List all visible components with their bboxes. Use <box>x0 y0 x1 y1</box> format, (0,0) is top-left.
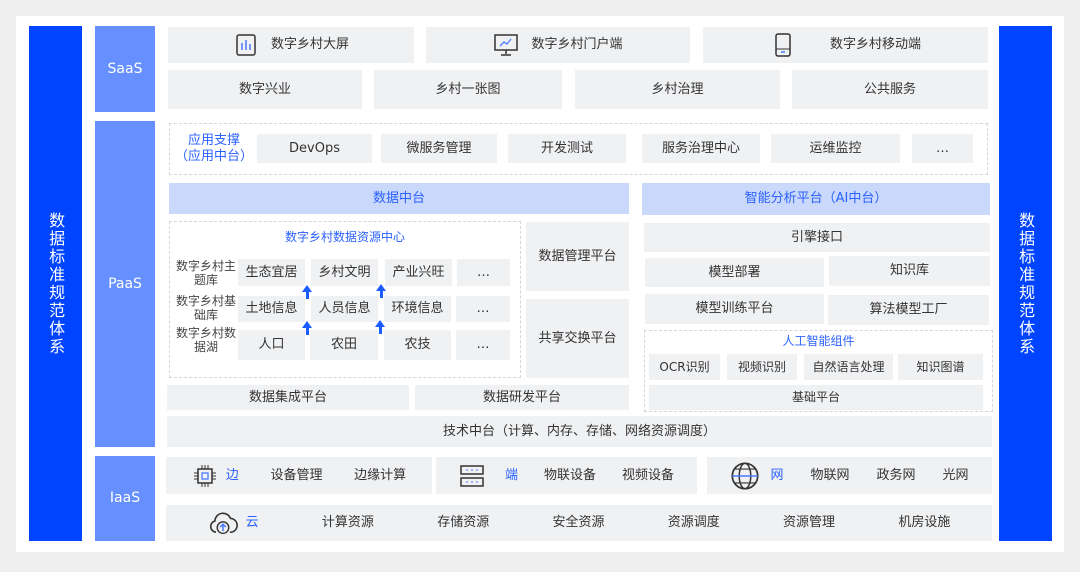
grid-cell: 人员信息 <box>311 296 378 322</box>
grid-cell: 农技 <box>384 330 451 360</box>
grid-cell: 乡村文明 <box>311 259 378 286</box>
label: 数字乡村门户端 <box>531 37 623 53</box>
ai-platform-band: 智能分析平台（AI中台） <box>642 183 990 215</box>
title-line: （应用中台） <box>174 149 253 164</box>
saas-item: 乡村一张图 <box>374 70 562 109</box>
arrow-up-icon <box>302 321 312 335</box>
iaas-edge: 边 设备管理 边缘计算 <box>166 457 432 494</box>
arrow-up-icon <box>302 285 312 299</box>
title-line: 应用支撑 <box>187 133 240 149</box>
grid-cell: 土地信息 <box>238 296 305 322</box>
dashboard-icon <box>236 34 256 56</box>
saas-item: 乡村治理 <box>575 70 780 109</box>
grid-cell: … <box>456 296 510 322</box>
app-support-title: 应用支撑 （应用中台） <box>170 132 258 166</box>
app-item: 开发测试 <box>508 134 626 163</box>
row-label: 数字乡村数据湖 <box>176 325 237 354</box>
layer-iaas: IaaS <box>95 456 155 541</box>
app-item: 运维监控 <box>771 134 900 163</box>
iaas-item: 物联网 <box>810 467 850 483</box>
server-icon <box>460 464 484 487</box>
ai-component: 自然语言处理 <box>804 354 893 380</box>
layer-saas: SaaS <box>95 26 155 112</box>
iaas-device: 端 物联设备 视频设备 <box>436 457 697 494</box>
iaas-item: 安全资源 <box>552 515 605 531</box>
iaas-item: 设备管理 <box>270 467 323 483</box>
iaas-item: 存储资源 <box>437 515 490 531</box>
ai-component: 知识图谱 <box>898 354 983 380</box>
saas-portal: 数字乡村门户端 <box>426 27 690 63</box>
iaas-cloud: 云 计算资源 存储资源 安全资源 资源调度 资源管理 机房设施 <box>166 505 992 541</box>
data-mgmt-platform: 数据管理平台 <box>526 222 629 291</box>
saas-item: 公共服务 <box>792 70 988 109</box>
device-label: 端 <box>504 467 518 483</box>
grid-cell: 农田 <box>310 330 378 360</box>
row-label: 数字乡村基础库 <box>176 293 237 322</box>
ai-item: 模型训练平台 <box>645 294 824 324</box>
tech-platform: 技术中台（计算、内存、存储、网络资源调度） <box>167 416 992 447</box>
grid-cell: … <box>457 259 510 286</box>
data-dev-platform: 数据研发平台 <box>415 385 629 410</box>
ai-components-title: 人工智能组件 <box>782 334 855 349</box>
saas-mobile: 数字乡村移动端 <box>703 27 988 63</box>
data-platform-band: 数据中台 <box>169 183 629 214</box>
iaas-item: 政务网 <box>876 467 916 483</box>
standards-bar-right: 数据标准规范体系 <box>999 26 1052 541</box>
arrow-up-icon <box>375 320 385 334</box>
saas-item: 数字兴业 <box>168 70 362 109</box>
monitor-icon <box>494 34 519 56</box>
ai-item: 知识库 <box>829 256 990 286</box>
resource-center-title: 数字乡村数据资源中心 <box>284 229 405 244</box>
ai-component: 视频识别 <box>727 354 797 380</box>
saas-big-screen: 数字乡村大屏 <box>168 27 414 63</box>
layer-paas: PaaS <box>95 121 155 447</box>
resource-center-group <box>169 221 521 378</box>
iaas-item: 光网 <box>942 467 969 483</box>
cloud-upload-icon <box>209 512 238 535</box>
iaas-item: 资源管理 <box>783 515 836 531</box>
ai-item: 模型部署 <box>645 258 824 287</box>
label: 数字乡村大屏 <box>270 37 349 53</box>
standards-bar-left: 数据标准规范体系 <box>29 26 82 541</box>
engine-interface: 引擎接口 <box>644 223 990 252</box>
app-support-group <box>169 123 988 175</box>
globe-icon <box>731 461 760 490</box>
label: 数字乡村移动端 <box>829 37 921 53</box>
data-integration-platform: 数据集成平台 <box>167 385 409 410</box>
cloud-label: 云 <box>245 515 259 531</box>
grid-cell: 生态宜居 <box>238 259 305 286</box>
iaas-network: 网 物联网 政务网 光网 <box>707 457 992 494</box>
grid-cell: … <box>456 330 510 360</box>
iaas-item: 资源调度 <box>667 515 720 531</box>
ai-components-group <box>644 330 993 412</box>
app-item: 微服务管理 <box>381 134 497 163</box>
net-label: 网 <box>770 467 784 483</box>
iaas-item: 计算资源 <box>321 515 374 531</box>
base-platform: 基础平台 <box>649 385 983 410</box>
iaas-item: 视频设备 <box>621 467 674 483</box>
arrow-up-icon <box>376 284 386 298</box>
grid-cell: 产业兴旺 <box>385 259 452 286</box>
iaas-item: 边缘计算 <box>354 467 407 483</box>
ai-item: 算法模型工厂 <box>828 295 989 325</box>
grid-cell: 人口 <box>238 330 305 360</box>
grid-cell: 环境信息 <box>384 296 451 322</box>
data-share-platform: 共享交换平台 <box>526 299 629 378</box>
mobile-icon <box>775 33 791 57</box>
app-item: 服务治理中心 <box>642 134 760 163</box>
ai-component: OCR识别 <box>649 354 720 380</box>
row-label: 数字乡村主题库 <box>176 258 237 287</box>
edge-label: 边 <box>225 467 239 483</box>
app-item: … <box>912 134 973 163</box>
app-item: DevOps <box>257 134 372 163</box>
iaas-item: 机房设施 <box>898 515 951 531</box>
chip-icon <box>193 464 216 487</box>
iaas-item: 物联设备 <box>543 467 596 483</box>
